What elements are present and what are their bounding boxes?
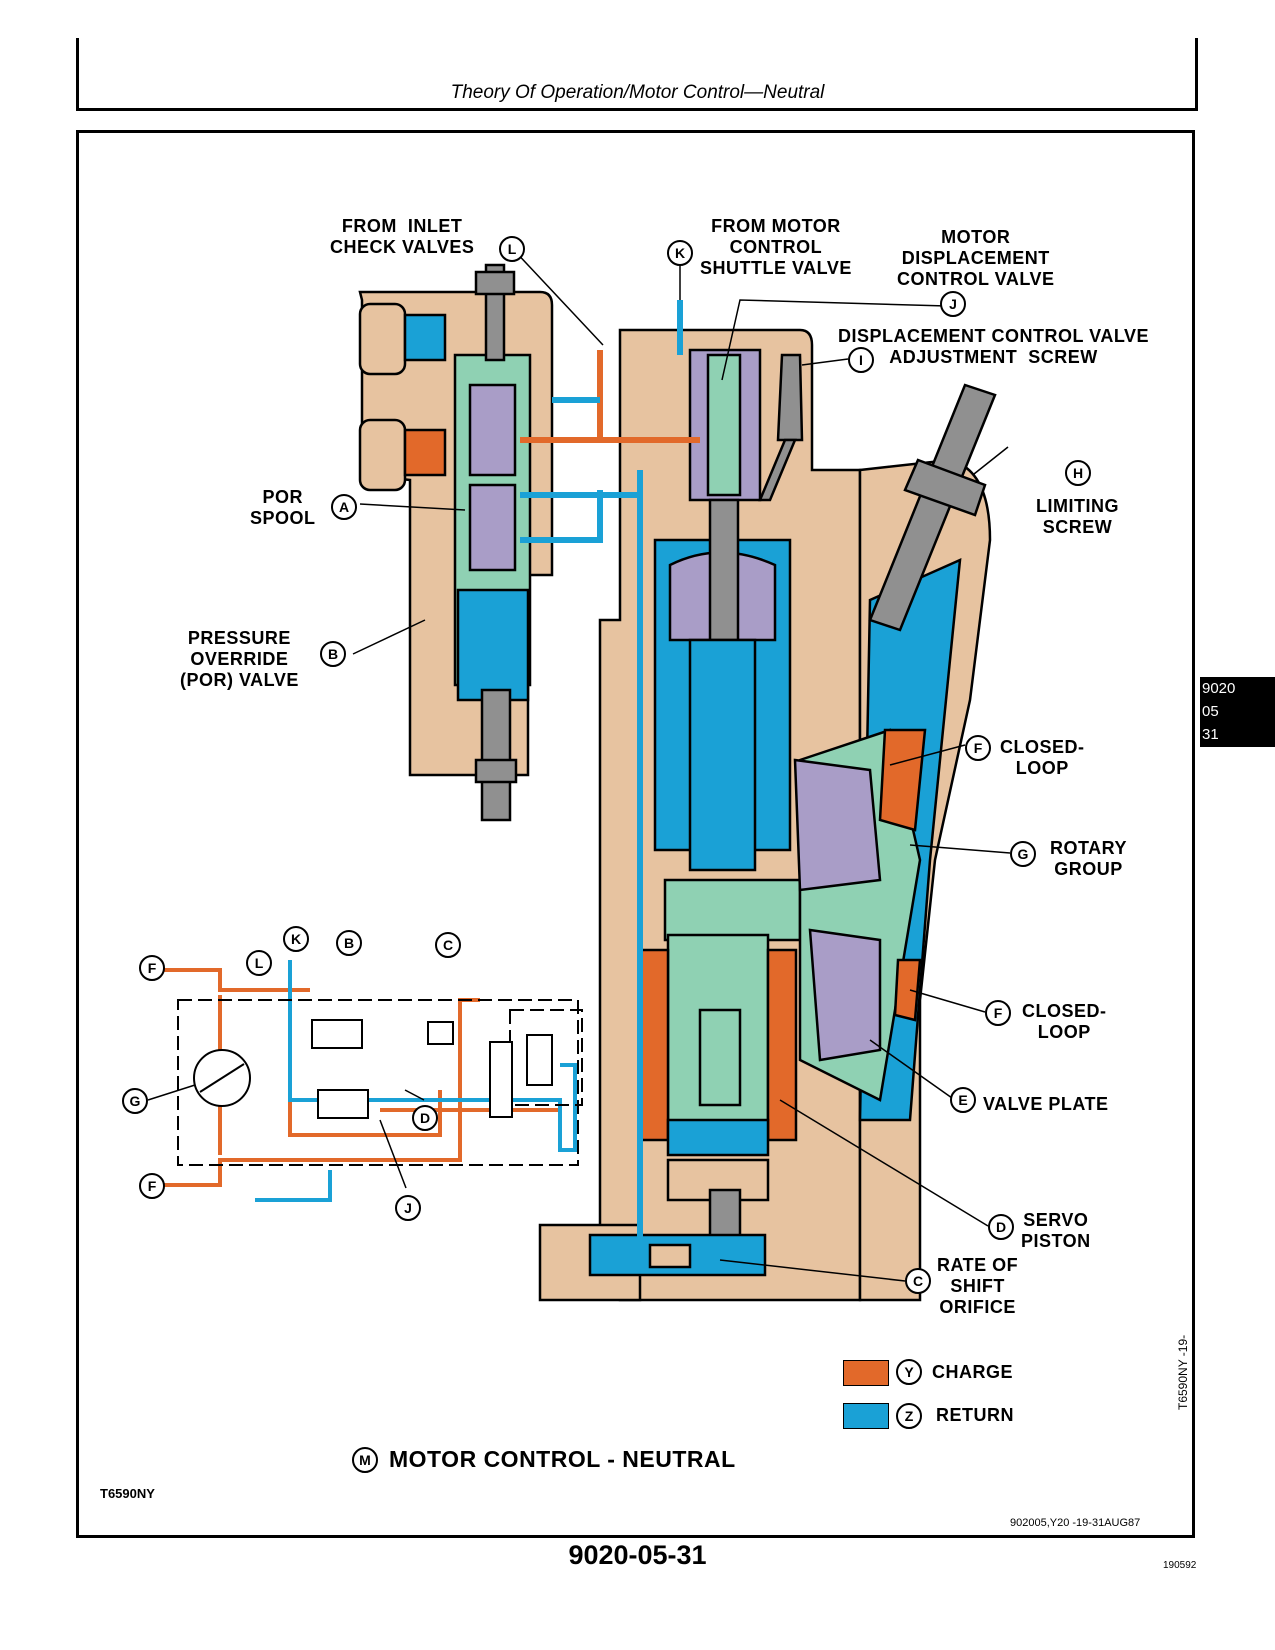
legend-charge-swatch [843, 1360, 889, 1386]
schematic-callout-b: B [336, 930, 362, 956]
callout-c: C [905, 1268, 931, 1294]
callout-b: B [320, 641, 346, 667]
schematic-callout-f-bottom: F [139, 1173, 165, 1199]
schematic-callout-k: K [283, 926, 309, 952]
callout-l: L [499, 236, 525, 262]
page-id: 190592 [1163, 1560, 1197, 1571]
side-reference: T6590NY -19- [1176, 1334, 1190, 1410]
callout-f-upper: F [965, 735, 991, 761]
label-rotary-group: ROTARY GROUP [1050, 838, 1127, 879]
schematic-callout-f-top: F [139, 955, 165, 981]
figure-title: MOTOR CONTROL - NEUTRAL [389, 1446, 736, 1472]
callout-g: G [1010, 841, 1036, 867]
callout-a: A [331, 494, 357, 520]
legend-return-label: RETURN [936, 1405, 1014, 1425]
legend-return-swatch [843, 1403, 889, 1429]
section-tab: 9020 05 31 [1200, 677, 1275, 747]
label-rate-of-shift-orifice: RATE OF SHIFT ORIFICE [937, 1255, 1019, 1317]
legend-callout-z: Z [896, 1403, 922, 1429]
label-pressure-override-valve: PRESSURE OVERRIDE (POR) VALVE [180, 628, 299, 690]
callout-e: E [950, 1087, 976, 1113]
label-por-spool: POR SPOOL [250, 487, 316, 528]
label-servo-piston: SERVO PISTON [1021, 1210, 1091, 1251]
header-rule-left [76, 38, 79, 110]
label-from-motor-control-shuttle-valve: FROM MOTOR CONTROL SHUTTLE VALVE [700, 216, 852, 278]
callout-d: D [988, 1214, 1014, 1240]
tab-line-2: 05 [1202, 703, 1219, 720]
label-closed-loop-lower: CLOSED- LOOP [1022, 1001, 1107, 1042]
label-displacement-control-valve-adjustment-screw: DISPLACEMENT CONTROL VALVE ADJUSTMENT SC… [838, 326, 1150, 367]
page-number: 9020-05-31 [568, 1540, 707, 1570]
label-from-inlet-check-valves: FROM INLET CHECK VALVES [330, 216, 475, 257]
schematic-callout-j: J [395, 1195, 421, 1221]
footer-code: 902005,Y20 -19-31AUG87 [1010, 1517, 1141, 1529]
tab-line-1: 9020 [1202, 680, 1236, 697]
page-header-title: Theory Of Operation/Motor Control—Neutra… [450, 82, 825, 103]
header-rule-right [1195, 38, 1198, 110]
figure-id: T6590NY [100, 1486, 155, 1501]
callout-h: H [1065, 460, 1091, 486]
figure-frame [76, 130, 1195, 1538]
header-rule-bottom [76, 108, 1198, 111]
label-valve-plate: VALVE PLATE [983, 1094, 1109, 1114]
legend-callout-y: Y [896, 1359, 922, 1385]
legend-charge-label: CHARGE [932, 1362, 1014, 1382]
schematic-callout-l: L [246, 950, 272, 976]
label-closed-loop-upper: CLOSED- LOOP [1000, 737, 1085, 778]
schematic-callout-d: D [412, 1105, 438, 1131]
callout-f-lower: F [985, 1000, 1011, 1026]
schematic-callout-g: G [122, 1088, 148, 1114]
callout-m: M [352, 1447, 378, 1473]
tab-line-3: 31 [1202, 726, 1219, 743]
callout-j: J [940, 291, 966, 317]
label-limiting-screw: LIMITING SCREW [1036, 496, 1119, 537]
callout-i: I [848, 347, 874, 373]
motor-control-diagram [147, 247, 1011, 1302]
callout-k: K [667, 240, 693, 266]
label-motor-displacement-control-valve: MOTOR DISPLACEMENT CONTROL VALVE [897, 227, 1055, 289]
schematic-callout-c: C [435, 932, 461, 958]
